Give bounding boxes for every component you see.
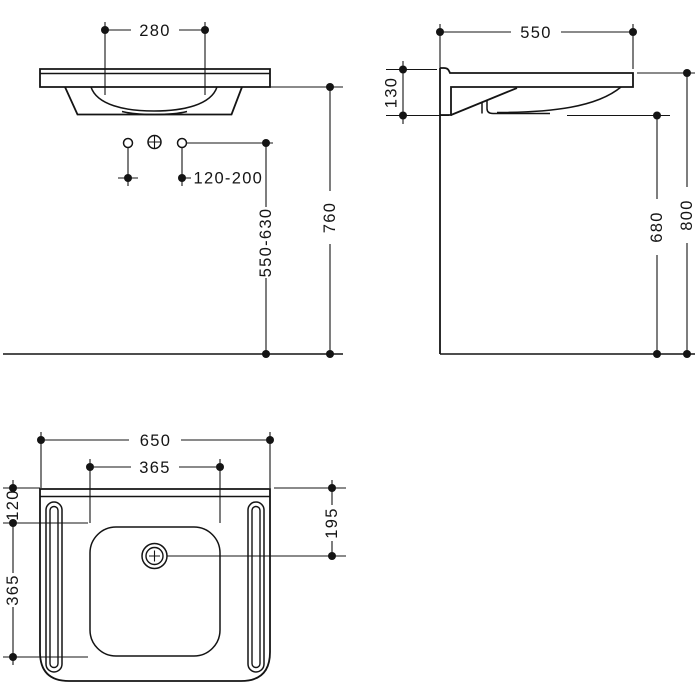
dimension-underside-clearance: 680 (567, 111, 670, 358)
dim-680-dot-bottom (653, 350, 661, 358)
front-bowl-drain-arc (121, 110, 188, 116)
dim-650-label: 650 (140, 432, 171, 450)
dim-800-label: 800 (678, 199, 696, 230)
dimension-drain-setback: 195 (167, 480, 346, 560)
dim-550-dot-left (436, 28, 444, 36)
dim-650-dot-right (266, 436, 274, 444)
dimension-tap-spacing: 280 (99, 22, 211, 95)
side-drain-trap (481, 100, 550, 115)
drain-cross (149, 550, 160, 562)
side-view: 550 130 680 800 (383, 24, 696, 358)
front-basin-slab (39, 68, 271, 88)
tap-hole-left-icon (122, 137, 134, 149)
dimension-rim-height: 800 (637, 69, 696, 358)
dim-280-label: 280 (139, 22, 170, 40)
center-mark-cross (147, 135, 162, 149)
side-bowl-curve (496, 86, 622, 114)
dim-680-label: 680 (648, 211, 666, 242)
plan-bowl (89, 526, 221, 657)
dim-365-top-dot-left (86, 463, 94, 471)
drop-dot-right (178, 174, 186, 182)
dimension-overall-width: 650 (37, 432, 274, 488)
drop-dot-left (124, 174, 132, 182)
dimension-bowl-width: 365 (86, 459, 224, 523)
dim-130-dot-bottom (399, 111, 407, 120)
dim-195-dot-top (328, 484, 336, 492)
drain-icon (141, 542, 168, 570)
dimension-bowl-length: 365 (4, 523, 22, 665)
plan-basin-outline (39, 488, 271, 682)
dimension-apron-height: 130 (383, 61, 449, 124)
dim-800-dot-top (683, 69, 691, 77)
dim-280-dot-right (201, 26, 209, 34)
dim-650-dot-left (37, 436, 45, 444)
dim-365-top-label: 365 (139, 459, 170, 477)
grip-slot-right-inner (251, 505, 261, 669)
dim-550-630-label: 550-630 (257, 208, 275, 278)
dim-280-dot-left (101, 26, 109, 34)
dimension-depth: 550 (436, 24, 637, 69)
dim-760-dot-top (326, 83, 334, 91)
dim-760-label: 760 (321, 202, 339, 233)
dim-120-200-label: 120-200 (194, 170, 264, 188)
dim-130-label: 130 (383, 77, 401, 108)
side-basin-profile (440, 67, 634, 116)
dim-120-dot-top (9, 484, 17, 492)
dimension-fixing-height: 760 (270, 83, 343, 358)
center-mark-icon (147, 134, 162, 150)
dim-365-left-label: 365 (4, 574, 22, 605)
side-bowl-underside-diagonal (450, 87, 518, 116)
plan-view: 650 365 120 365 (3, 432, 346, 682)
dim-365-left-dot-bottom (9, 653, 17, 661)
dim-800-dot-bottom (683, 350, 691, 358)
front-view: 280 120-200 550-630 760 (3, 22, 343, 358)
dim-195-dot-bottom (328, 552, 336, 560)
dim-550-dot-right (629, 28, 637, 36)
grip-slot-left-outer (45, 501, 63, 673)
dimension-rim-to-bowl: 120 (4, 480, 22, 527)
dim-550-label: 550 (520, 24, 551, 42)
front-bowl-inner-arc (90, 86, 218, 112)
dim-130-dot-top (399, 65, 407, 74)
dim-550-630-dot-top (262, 139, 270, 147)
dim-365-top-dot-right (216, 463, 224, 471)
dim-130-extension-lines (386, 68, 449, 117)
dim-280-extension-lines (99, 22, 211, 95)
grip-slot-right-outer (247, 501, 265, 673)
dim-680-dot-top (653, 111, 661, 120)
grip-slot-left-inner (49, 505, 59, 669)
drain-inner-circle (145, 546, 164, 566)
dim-120-label: 120 (4, 489, 22, 520)
tap-hole-right-icon (176, 137, 188, 149)
dim-195-label: 195 (323, 507, 341, 538)
